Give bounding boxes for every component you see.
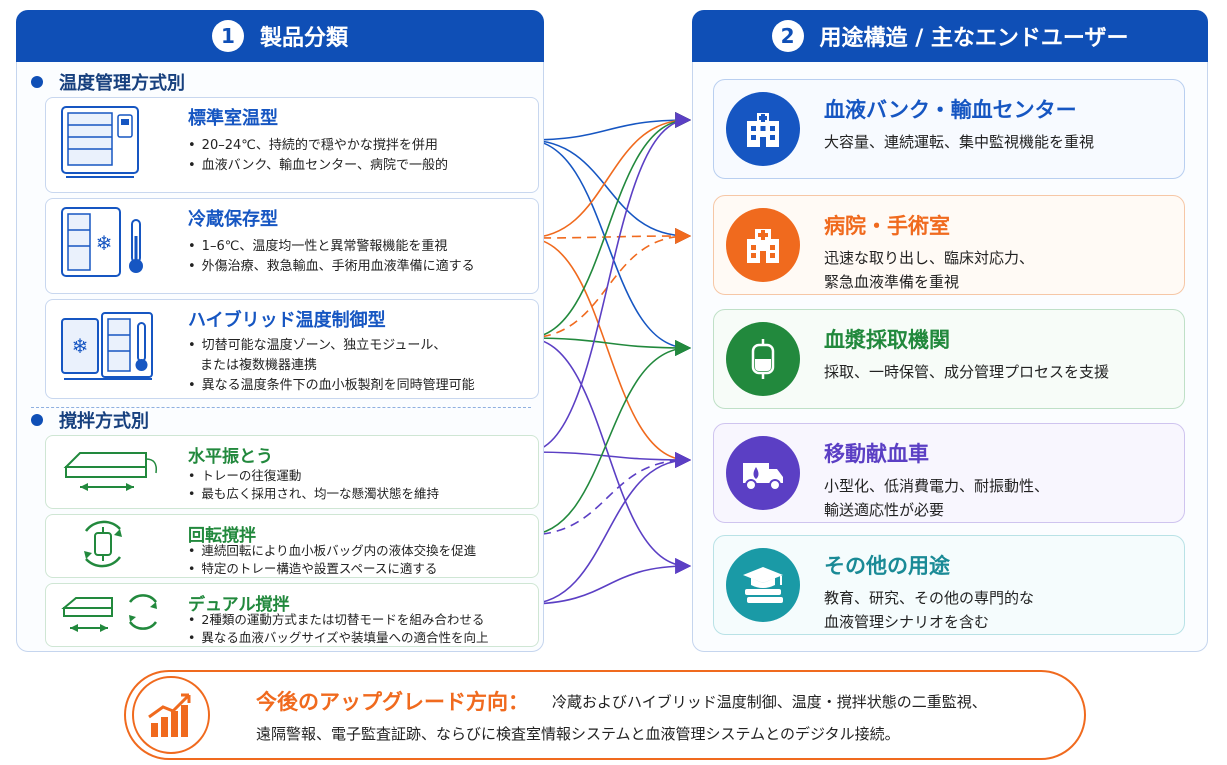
section-agitation: 撹拌方式別 — [31, 407, 149, 433]
card-title: 病院・手術室 — [824, 214, 950, 238]
hybrid-cabinet-icon: ❄ — [60, 309, 160, 389]
connector-line — [526, 340, 692, 536]
card-bullet: 最も広く採用され、均一な懸濁状態を維持 — [188, 485, 439, 503]
card-plasma: 血漿採取機関 採取、一時保管、成分管理プロセスを支援 — [713, 309, 1185, 409]
connector-line — [526, 228, 692, 339]
upgrade-description-line: 冷蔵およびハイブリッド温度制御、温度・撹拌状態の二重監視、 — [552, 693, 987, 711]
ambulance-icon — [726, 436, 800, 510]
left-panel-header: 1 製品分類 — [16, 10, 544, 62]
refrigerated-cabinet-icon: ❄ — [60, 206, 150, 286]
svg-text:❄: ❄ — [72, 334, 89, 358]
right-panel-title: 用途構造 / 主なエンドユーザー — [819, 26, 1129, 51]
connector-line — [526, 237, 692, 468]
connector-line — [526, 337, 692, 356]
section-temperature-label: 温度管理方式別 — [59, 73, 185, 94]
application-structure-panel: 2 用途構造 / 主なエンドユーザー 血液バンク・輸血センター 大容量、連続運転… — [692, 10, 1208, 652]
card-description-line: 大容量、連続運転、集中監視機能を重視 — [824, 133, 1095, 151]
card-description-line: 迅速な取り出し、臨床対応力、 — [824, 249, 1035, 267]
connector-line — [526, 337, 692, 574]
card-mobile-donation: 移動献血車 小型化、低消費電力、耐振動性、 輸送適応性が必要 — [713, 423, 1185, 523]
card-bullet: 切替可能な温度ゾーン、独立モジュール、 — [188, 336, 475, 356]
card-refrigerated: ❄ 冷蔵保存型 1–6℃、温度均一性と異常警報機能を重視 外傷治療、救急輸血、手… — [45, 198, 539, 294]
card-bullet: 異なる温度条件下の血小板製剤を同時管理可能 — [188, 376, 475, 396]
card-bullet: 連続回転により血小板バッグ内の液体交換を促進 — [188, 542, 476, 560]
hospital-icon — [726, 208, 800, 282]
card-blood-bank: 血液バンク・輸血センター 大容量、連続運転、集中監視機能を重視 — [713, 79, 1185, 179]
connector-line — [526, 452, 692, 605]
step-number: 2 — [771, 20, 804, 52]
connector-line — [526, 112, 692, 239]
card-bullet: 血液バンク、輸血センター、病院で一般的 — [188, 156, 448, 176]
upgrade-direction-box: 今後のアップグレード方向： 冷蔵およびハイブリッド温度制御、温度・撹拌状態の二重… — [124, 670, 1086, 760]
left-panel-title: 製品分類 — [259, 26, 348, 51]
product-classification-panel: 1 製品分類 温度管理方式別 標準室温型 20–24℃、持続的で穏やかな撹拌を併… — [16, 10, 544, 652]
upgrade-title: 今後のアップグレード方向： — [256, 690, 529, 714]
connector-line — [526, 451, 692, 468]
bullet-dot — [31, 76, 43, 88]
card-other-uses: その他の用途 教育、研究、その他の専門的な 血液管理シナリオを含む — [713, 535, 1185, 635]
connector-line — [526, 452, 692, 536]
card-room-temp: 標準室温型 20–24℃、持続的で穏やかな撹拌を併用 血液バンク、輸血センター、… — [45, 97, 539, 193]
card-bullet: 2種類の運動方式または切替モードを組み合わせる — [188, 611, 489, 629]
upgrade-description-line: 遠隔警報、電子監査証跡、ならびに検査室情報システムと血液管理システムとのデジタル… — [256, 725, 900, 743]
step-number: 1 — [211, 20, 244, 52]
card-bullet: 異なる血液バッグサイズや装填量への適合性を向上 — [188, 629, 488, 647]
card-rotary: 回転撹拌 連続回転により血小板バッグ内の液体交換を促進 特定のトレー構造や設置ス… — [45, 514, 539, 578]
horizontal-shaker-icon — [60, 445, 160, 499]
card-title: 血液バンク・輸血センター — [824, 98, 1077, 122]
section-temperature: 温度管理方式別 — [31, 69, 185, 95]
connector-line — [526, 139, 692, 244]
card-hybrid: ❄ ハイブリッド温度制御型 切替可能な温度ゾーン、独立モジュール、 または複数機… — [45, 299, 539, 399]
connector-line — [526, 228, 692, 245]
card-bullet: トレーの往復運動 — [188, 467, 439, 485]
card-title: 回転撹拌 — [188, 526, 256, 546]
bullet-dot — [31, 414, 43, 426]
card-bullet: 特定のトレー構造や設置スペースに適する — [188, 560, 476, 578]
connector-line — [526, 112, 692, 453]
card-bullet: 20–24℃、持続的で穏やかな撹拌を併用 — [188, 136, 448, 156]
dual-agitation-icon — [60, 588, 164, 642]
card-description: 迅速な取り出し、臨床対応力、 緊急血液準備を重視 — [824, 246, 1174, 294]
card-description: 採取、一時保管、成分管理プロセスを支援 — [824, 360, 1174, 384]
growth-chart-icon — [132, 676, 210, 754]
card-bullet: 1–6℃、温度均一性と異常警報機能を重視 — [188, 237, 475, 257]
card-description: 教育、研究、その他の専門的な 血液管理シナリオを含む — [824, 586, 1174, 634]
card-title: 冷蔵保存型 — [188, 209, 278, 230]
card-dual: デュアル撹拌 2種類の運動方式または切替モードを組み合わせる 異なる血液バッグサ… — [45, 583, 539, 647]
card-description-line: 輸送適応性が必要 — [824, 501, 945, 519]
card-title: その他の用途 — [824, 554, 950, 578]
card-bullet-continuation: または複数機器連携 — [200, 358, 318, 373]
connector-line — [526, 558, 692, 605]
card-description-line: 血液管理シナリオを含む — [824, 613, 990, 631]
card-bullet: 外傷治療、救急輸血、手術用血液準備に適する — [188, 257, 475, 277]
card-description: 小型化、低消費電力、耐振動性、 輸送適応性が必要 — [824, 474, 1174, 522]
card-description: 大容量、連続運転、集中監視機能を重視 — [824, 130, 1174, 154]
section-divider — [31, 407, 531, 408]
connector-line — [526, 112, 692, 141]
card-title: デュアル撹拌 — [188, 595, 290, 615]
card-horizontal-shake: 水平振とう トレーの往復運動 最も広く採用され、均一な懸濁状態を維持 — [45, 435, 539, 509]
connector-line — [526, 139, 692, 356]
hospital-building-icon — [726, 92, 800, 166]
card-description-line: 採取、一時保管、成分管理プロセスを支援 — [824, 363, 1110, 381]
room-temp-cabinet-icon — [60, 105, 140, 185]
card-description-line: 緊急血液準備を重視 — [824, 273, 960, 291]
education-icon — [726, 548, 800, 622]
card-title: 標準室温型 — [188, 108, 278, 129]
card-hospital: 病院・手術室 迅速な取り出し、臨床対応力、 緊急血液準備を重視 — [713, 195, 1185, 295]
card-title: 水平振とう — [188, 447, 273, 467]
connector-line — [526, 112, 692, 339]
svg-text:❄: ❄ — [96, 231, 113, 255]
card-title: 移動献血車 — [824, 442, 929, 466]
right-panel-header: 2 用途構造 / 主なエンドユーザー — [692, 10, 1208, 62]
rotary-bag-icon — [76, 517, 130, 575]
card-description-line: 教育、研究、その他の専門的な — [824, 589, 1035, 607]
section-agitation-label: 撹拌方式別 — [59, 411, 149, 432]
iv-bag-icon — [726, 322, 800, 396]
card-description-line: 小型化、低消費電力、耐振動性、 — [824, 477, 1050, 495]
card-title: 血漿採取機関 — [824, 328, 950, 352]
card-title: ハイブリッド温度制御型 — [188, 310, 386, 331]
